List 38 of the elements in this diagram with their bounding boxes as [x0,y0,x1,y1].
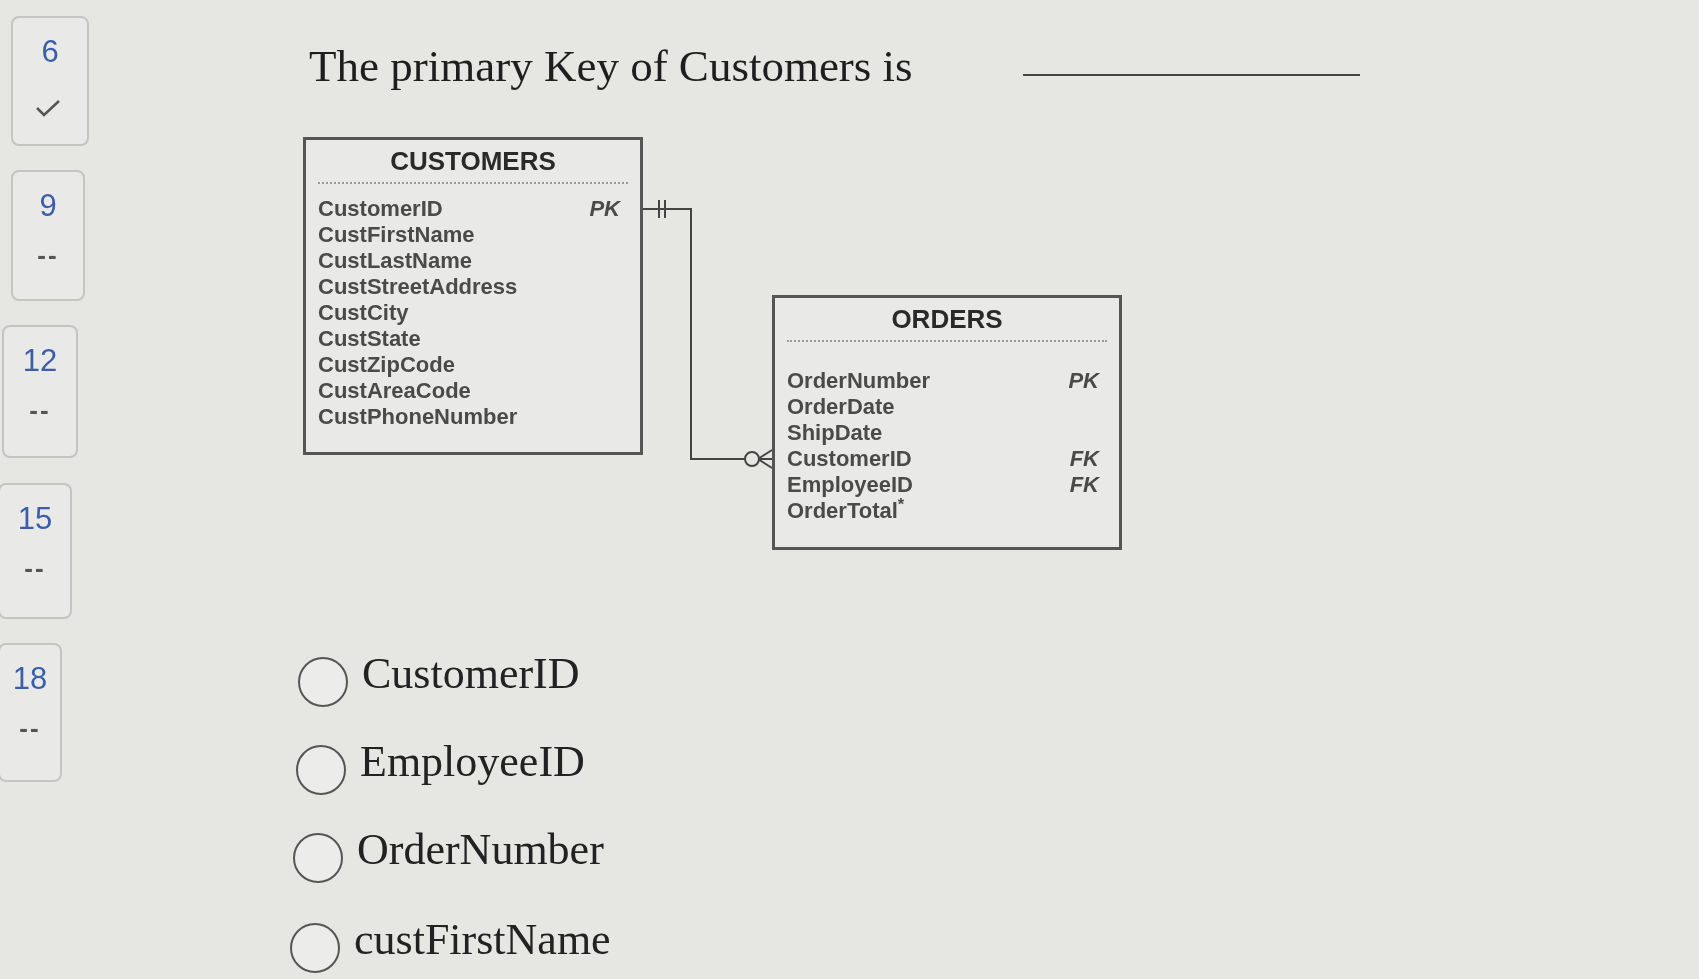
attribute-name: CustStreetAddress [318,274,518,300]
attribute-name: CustZipCode [318,352,455,378]
attribute-name: CustLastName [318,248,473,274]
question-number: 12 [21,343,59,379]
entity-name: ORDERS [787,302,1107,342]
attribute-name: CustFirstName [318,222,475,248]
relationship-line [642,200,773,469]
option-text: CustomerID [362,648,580,700]
attribute-name: CustCity [318,300,409,326]
option-text: custFirstName [354,914,611,966]
attribute-name: EmployeeID [787,472,913,498]
key-marker: PK [1068,368,1099,394]
question-number: 15 [16,501,54,537]
attribute-name: ShipDate [787,420,883,446]
attribute-name: CustomerID [787,446,912,472]
option-text: OrderNumber [357,824,604,876]
entity-name: CUSTOMERS [318,144,628,184]
key-marker: FK [1069,446,1099,472]
question-number: 9 [38,188,58,224]
key-marker: PK [589,196,620,222]
option-text: EmployeeID [360,736,585,788]
attribute-name: OrderDate [787,394,895,420]
attribute-name: CustState [318,326,421,352]
status-dashes: -- [18,713,42,743]
entity-table [772,295,1122,550]
attribute-name: CustPhoneNumber [318,404,518,430]
question-number: 18 [11,661,49,697]
question-number: 6 [40,34,60,70]
attribute-name: CustAreaCode [318,378,471,404]
entity-table [303,137,643,455]
question-text: The primary Key of Customers is [309,40,913,93]
attribute-name: OrderTotal$^{*}$ [787,498,905,524]
status-dashes: -- [36,240,60,270]
status-dashes: -- [28,395,52,425]
status-dashes: -- [23,553,47,583]
attribute-name: CustomerID [318,196,443,222]
attribute-name: OrderNumber [787,368,931,394]
key-marker: FK [1069,472,1099,498]
